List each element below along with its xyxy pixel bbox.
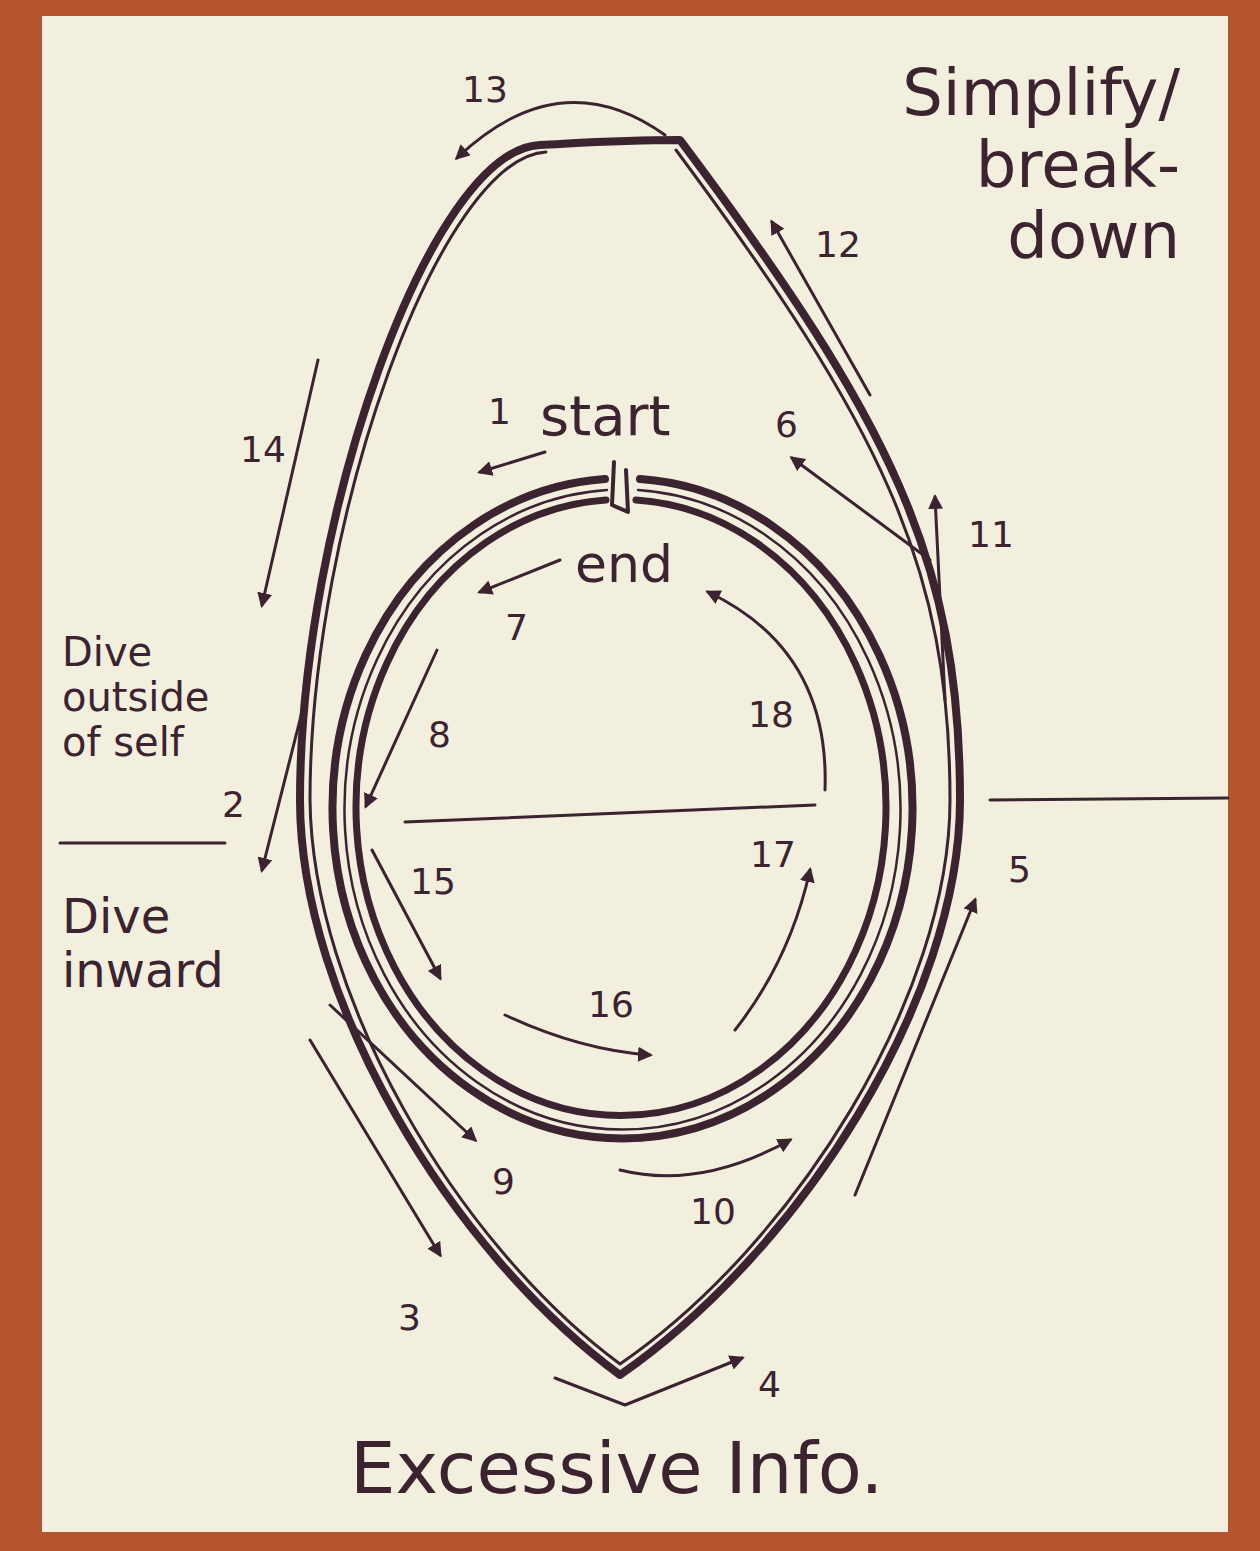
step-arrow [310,1040,440,1255]
callout-number: 12 [815,225,861,265]
callout-number: 5 [1008,850,1031,890]
start-end-mark [612,462,628,512]
divider-line [990,798,1228,800]
teardrop-loop [310,150,950,1364]
callout-number: 18 [748,695,794,735]
start-label: start [540,385,670,448]
callout-number: 11 [968,515,1014,555]
step-arrow [735,870,810,1030]
step-arrow [708,592,825,790]
callout-number: 1 [488,392,511,432]
callout-number: 15 [410,862,456,902]
end-label: end [575,535,673,593]
step-arrow [480,560,560,592]
step-arrow [262,360,318,605]
callout-number: 10 [690,1192,736,1232]
inner-loop [332,479,912,1138]
callout-number: 13 [462,70,508,110]
step-arrow [620,1140,790,1176]
side-label: Dive outside of self [62,630,222,764]
callout-number: 17 [750,835,796,875]
step-arrow [480,452,545,472]
step-arrow [935,497,945,700]
divider-line [60,842,225,845]
step-arrow [855,900,975,1195]
callout-number: 9 [492,1162,515,1202]
callout-number: 2 [222,785,245,825]
callout-number: 14 [240,430,286,470]
stage-label: Excessive Info. [350,1428,883,1509]
callout-number: 8 [428,715,451,755]
step-arrow [262,700,305,870]
inner-loop [356,500,886,1116]
step-arrow [772,222,870,395]
side-label: Dive inward [62,890,262,998]
inner-loop [344,490,900,1130]
callout-number: 4 [758,1365,781,1405]
stage-label: Simplify/ break- down [840,58,1180,273]
callout-number: 3 [398,1298,421,1338]
step-arrow [457,102,665,158]
step-arrow [366,650,437,806]
step-arrow [555,1358,742,1405]
callout-number: 6 [775,405,798,445]
step-arrow [792,458,930,560]
step-arrow [330,1005,475,1140]
callout-number: 16 [588,985,634,1025]
paper-sheet [42,16,1228,1532]
teardrop-loop [300,140,960,1375]
callout-number: 7 [505,608,528,648]
divider-line [405,805,815,822]
